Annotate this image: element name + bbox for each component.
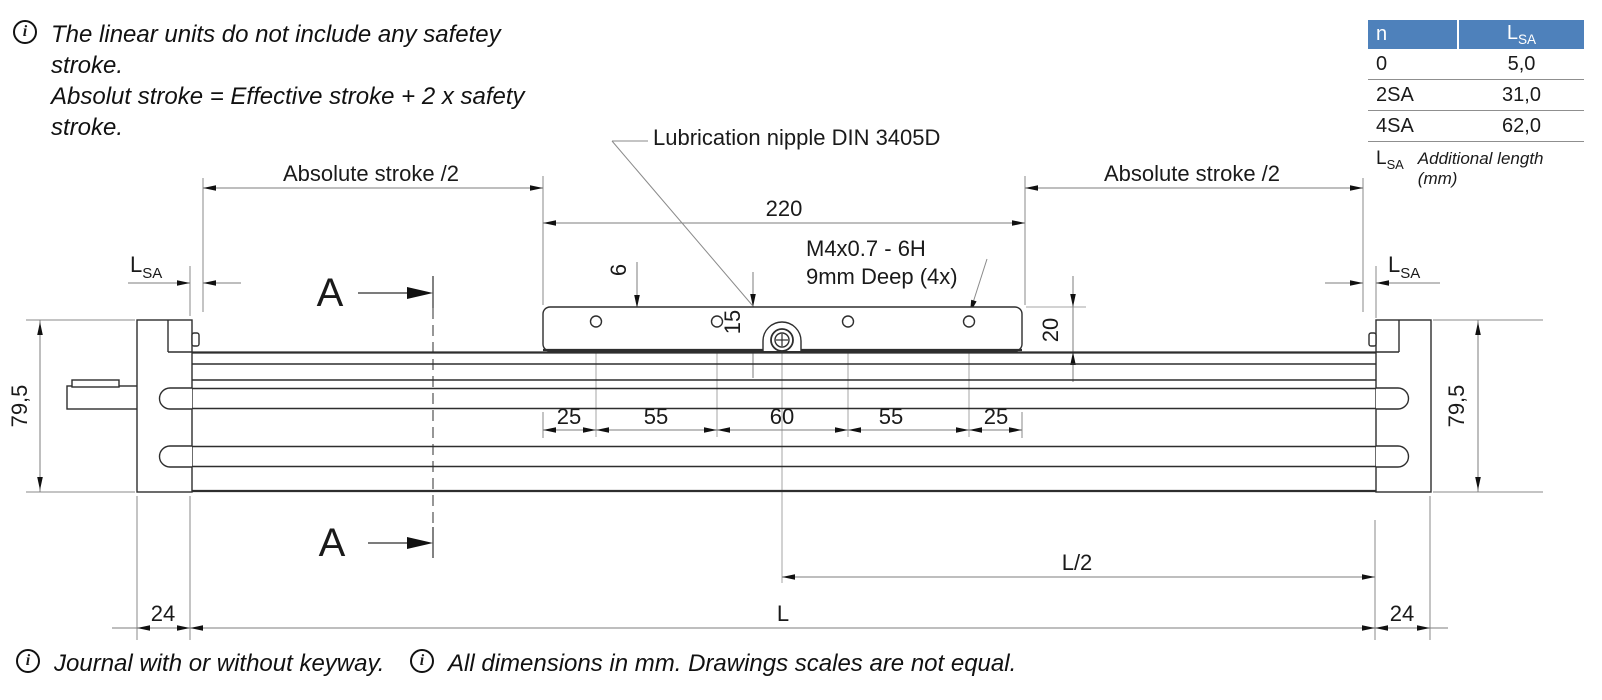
table-header-n: n [1368,20,1459,49]
journal-shaft [66,379,139,410]
callout-lubrication-nipple: Lubrication nipple DIN 3405D [653,125,940,150]
cell-lsa: 31,0 [1502,83,1541,106]
note-journal-keyway-text: Journal with or without keyway. [54,650,385,677]
table-row: 2SA 31,0 [1368,80,1584,111]
info-icon: i [13,20,37,44]
dim-25-right: 25 [984,404,1008,429]
additional-length-table: n LSA 0 5,0 2SA 31,0 4SA 62,0 LSA Additi… [1368,20,1584,189]
dim-absolute-stroke-left: Absolute stroke /2 [283,161,459,186]
callout-thread-spec-line2: 9mm Deep (4x) [806,264,958,289]
info-icon: i [16,649,40,673]
dim-20: 20 [1038,318,1063,342]
note-journal-keyway: i Journal with or without keyway. [16,648,384,679]
dimension-arrowheads [37,185,1481,631]
dim-60: 60 [770,404,794,429]
dim-lsa-right: LSA [1388,252,1420,282]
note-dimensions-mm: i All dimensions in mm. Drawings scales … [410,648,1016,679]
cell-n: 0 [1376,52,1388,75]
left-end-block [136,319,200,493]
dim-24-right: 24 [1390,601,1414,626]
callout-thread-spec-line1: M4x0.7 - 6H [806,236,926,261]
dim-lsa-left: LSA [130,252,162,282]
dim-15: 15 [720,310,745,334]
table-row: 4SA 62,0 [1368,111,1584,142]
table-header-lsa: LSA [1506,22,1537,47]
section-label-top: A [317,271,344,315]
dim-79-5-right: 79,5 [1444,385,1469,428]
leader-lines [611,140,988,327]
dim-25-left: 25 [557,404,581,429]
cell-n: 2SA [1376,83,1414,106]
table-footer: LSA Additional length (mm) [1368,142,1584,189]
section-label-bottom: A [319,521,346,565]
dim-6: 6 [606,264,631,276]
footer-lsa-symbol: LSA [1376,148,1404,172]
dim-220: 220 [766,196,803,221]
table-header-row: n LSA [1368,20,1584,49]
footer-note: Additional length (mm) [1417,149,1544,188]
extension-lines [26,176,1543,640]
table-row: 0 5,0 [1368,49,1584,80]
note-safety-stroke: i The linear units do not include any sa… [13,19,573,143]
dim-55-left: 55 [644,404,668,429]
dim-79-5-left: 79,5 [7,385,32,428]
dim-absolute-stroke-right: Absolute stroke /2 [1104,161,1280,186]
cell-lsa: 5,0 [1507,52,1536,75]
dim-l: L [777,601,789,626]
body-profile [192,351,1376,493]
cell-n: 4SA [1376,114,1414,137]
lubrication-nipple [762,321,802,352]
dimension-lines [39,187,1479,629]
right-end-block [1368,319,1432,493]
cell-lsa: 62,0 [1502,114,1541,137]
note-dimensions-mm-text: All dimensions in mm. Drawings scales ar… [448,650,1017,677]
section-cut-line [358,276,434,558]
dim-l-half: L/2 [1062,550,1093,575]
info-icon: i [410,649,434,673]
note-safety-stroke-text: The linear units do not include any safe… [51,21,525,141]
dim-55-right: 55 [879,404,903,429]
dim-24-left: 24 [151,601,175,626]
